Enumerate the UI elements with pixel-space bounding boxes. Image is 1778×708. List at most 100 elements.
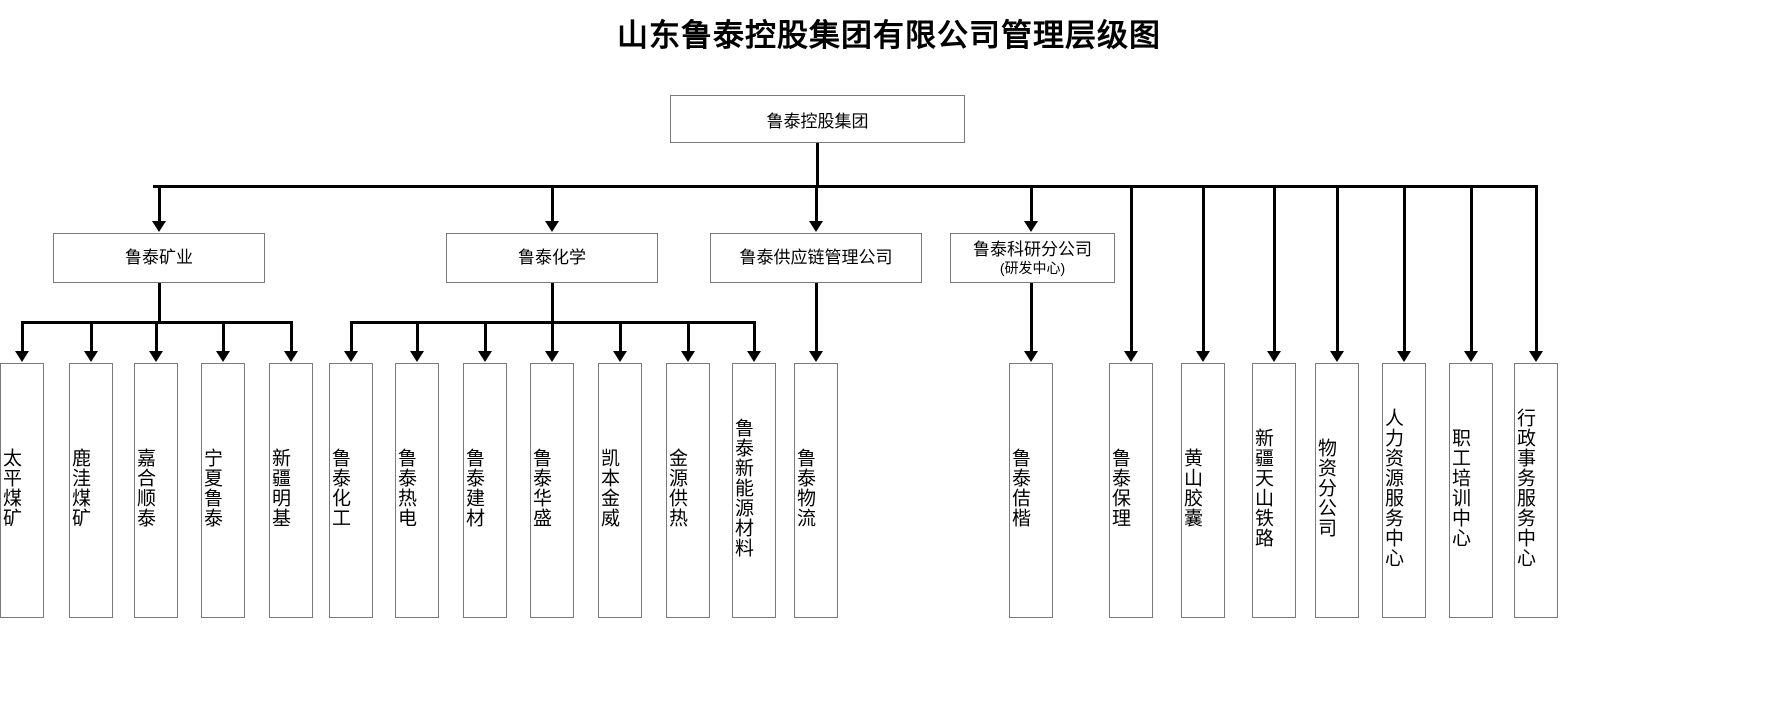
org-node-chemistry-label: 鲁泰化学 [518, 248, 586, 268]
arrowhead-mining-5 [284, 351, 298, 362]
org-leaf-materials-branch[interactable]: 物资分公司 [1315, 363, 1359, 618]
arrowhead-mining-3 [149, 351, 163, 362]
org-leaf-label: 鲁泰华盛 [530, 447, 551, 528]
page-title: 山东鲁泰控股集团有限公司管理层级图 [617, 18, 1161, 53]
org-leaf-label: 鲁泰热电 [395, 447, 416, 528]
org-leaf-label: 太平煤矿 [0, 447, 21, 528]
org-leaf-hr-service-center[interactable]: 人力资源服务中心 [1382, 363, 1426, 618]
org-leaf-lutai-new-energy-materials[interactable]: 鲁泰新能源材料 [732, 363, 776, 618]
org-node-root-label: 鲁泰控股集团 [766, 111, 869, 131]
org-leaf-huangshan-capsule[interactable]: 黄山胶囊 [1181, 363, 1225, 618]
org-leaf-luwa-coal[interactable]: 鹿洼煤矿 [69, 363, 113, 618]
connector-drop-chemistry [551, 185, 554, 223]
arrowhead-chemistry-6 [681, 351, 695, 362]
org-leaf-label: 宁夏鲁泰 [201, 447, 222, 528]
org-leaf-label: 鲁泰佶楷 [1009, 447, 1030, 528]
arrowhead-group-1 [1124, 351, 1138, 362]
org-leaf-lutai-huasheng[interactable]: 鲁泰华盛 [530, 363, 574, 618]
arrowhead-chemistry-3 [478, 351, 492, 362]
connector-drop-group-4 [1336, 185, 1339, 353]
org-node-research-sublabel: (研发中心) [999, 259, 1066, 276]
org-leaf-label: 人力资源服务中心 [1382, 407, 1403, 568]
arrowhead-chemistry-4 [545, 351, 559, 362]
arrowhead-chemistry-5 [613, 351, 627, 362]
arrowhead-research-1 [1024, 351, 1038, 362]
org-leaf-jinyuan-heating[interactable]: 金源供热 [666, 363, 710, 618]
connector-mining-drop-1 [21, 321, 24, 353]
arrowhead-group-4 [1330, 351, 1344, 362]
org-leaf-label: 新疆天山铁路 [1252, 427, 1273, 548]
connector-chemistry-drop-2 [416, 321, 419, 353]
arrowhead-mining-1 [15, 351, 29, 362]
connector-mining-drop-2 [90, 321, 93, 353]
connector-drop-group-5 [1403, 185, 1406, 353]
connector-drop-mining [158, 185, 161, 223]
arrowhead-group-3 [1267, 351, 1281, 362]
arrowhead-group-6 [1464, 351, 1478, 362]
org-leaf-lutai-chemical[interactable]: 鲁泰化工 [329, 363, 373, 618]
connector-chemistry-drop-7 [753, 321, 756, 353]
connector-chemistry-drop-4 [551, 321, 554, 353]
connector-chemistry-drop-6 [687, 321, 690, 353]
org-node-mining[interactable]: 鲁泰矿业 [53, 233, 265, 283]
org-leaf-label: 职工培训中心 [1449, 427, 1470, 548]
arrowhead-mining [152, 221, 166, 232]
connector-drop-supplychain [815, 185, 818, 223]
arrowhead-chemistry-2 [410, 351, 424, 362]
org-leaf-lutai-logistics[interactable]: 鲁泰物流 [794, 363, 838, 618]
org-leaf-staff-training-center[interactable]: 职工培训中心 [1449, 363, 1493, 618]
connector-research-drop [1030, 283, 1033, 353]
connector-drop-group-7 [1535, 185, 1538, 353]
connector-drop-group-6 [1470, 185, 1473, 353]
org-leaf-label: 金源供热 [666, 447, 687, 528]
org-leaf-label: 嘉合顺泰 [134, 447, 155, 528]
org-node-supplychain[interactable]: 鲁泰供应链管理公司 [710, 233, 922, 283]
arrowhead-group-7 [1529, 351, 1543, 362]
connector-root-stem [816, 143, 819, 185]
arrowhead-mining-4 [216, 351, 230, 362]
org-leaf-admin-service-center[interactable]: 行政事务服务中心 [1514, 363, 1558, 618]
arrowhead-chemistry-1 [344, 351, 358, 362]
org-leaf-label: 鲁泰新能源材料 [732, 417, 753, 558]
org-node-supplychain-label: 鲁泰供应链管理公司 [739, 248, 893, 268]
connector-mining-drop-3 [155, 321, 158, 353]
org-node-root[interactable]: 鲁泰控股集团 [670, 95, 965, 143]
org-leaf-ningxia-lutai[interactable]: 宁夏鲁泰 [201, 363, 245, 618]
org-leaf-jiaheshuntai[interactable]: 嘉合顺泰 [134, 363, 178, 618]
org-leaf-label: 鹿洼煤矿 [69, 447, 90, 528]
org-leaf-xinjiang-tianshan-railway[interactable]: 新疆天山铁路 [1252, 363, 1296, 618]
org-leaf-label: 鲁泰建材 [463, 447, 484, 528]
org-node-chemistry[interactable]: 鲁泰化学 [446, 233, 658, 283]
org-leaf-label: 鲁泰保理 [1109, 447, 1130, 528]
arrowhead-group-5 [1397, 351, 1411, 362]
org-leaf-label: 物资分公司 [1315, 437, 1336, 538]
org-leaf-lutai-thermal-power[interactable]: 鲁泰热电 [395, 363, 439, 618]
org-leaf-label: 凯本金威 [598, 447, 619, 528]
connector-mining-stem [158, 283, 161, 321]
org-leaf-label: 黄山胶囊 [1181, 447, 1202, 528]
connector-root-bus [153, 185, 1538, 188]
connector-chemistry-stem [551, 283, 554, 321]
org-leaf-xinjiang-mingji[interactable]: 新疆明基 [269, 363, 313, 618]
org-node-research[interactable]: 鲁泰科研分公司 (研发中心) [950, 233, 1115, 283]
connector-chemistry-drop-5 [619, 321, 622, 353]
arrowhead-chemistry-7 [747, 351, 761, 362]
connector-drop-group-2 [1202, 185, 1205, 353]
org-leaf-lutai-jiekai[interactable]: 鲁泰佶楷 [1009, 363, 1053, 618]
org-leaf-taiping-coal[interactable]: 太平煤矿 [0, 363, 44, 618]
org-node-research-label: 鲁泰科研分公司 [973, 240, 1092, 260]
org-leaf-lutai-factoring[interactable]: 鲁泰保理 [1109, 363, 1153, 618]
connector-chemistry-drop-1 [350, 321, 353, 353]
arrowhead-research [1024, 221, 1038, 232]
arrowhead-supplychain [809, 221, 823, 232]
connector-drop-research [1030, 185, 1033, 223]
connector-supplychain-drop [815, 283, 818, 353]
org-leaf-label: 鲁泰物流 [794, 447, 815, 528]
connector-drop-group-1 [1130, 185, 1133, 353]
org-leaf-kaiben-jinwei[interactable]: 凯本金威 [598, 363, 642, 618]
connector-chemistry-drop-3 [484, 321, 487, 353]
org-leaf-label: 鲁泰化工 [329, 447, 350, 528]
connector-drop-group-3 [1273, 185, 1276, 353]
org-leaf-lutai-building-materials[interactable]: 鲁泰建材 [463, 363, 507, 618]
